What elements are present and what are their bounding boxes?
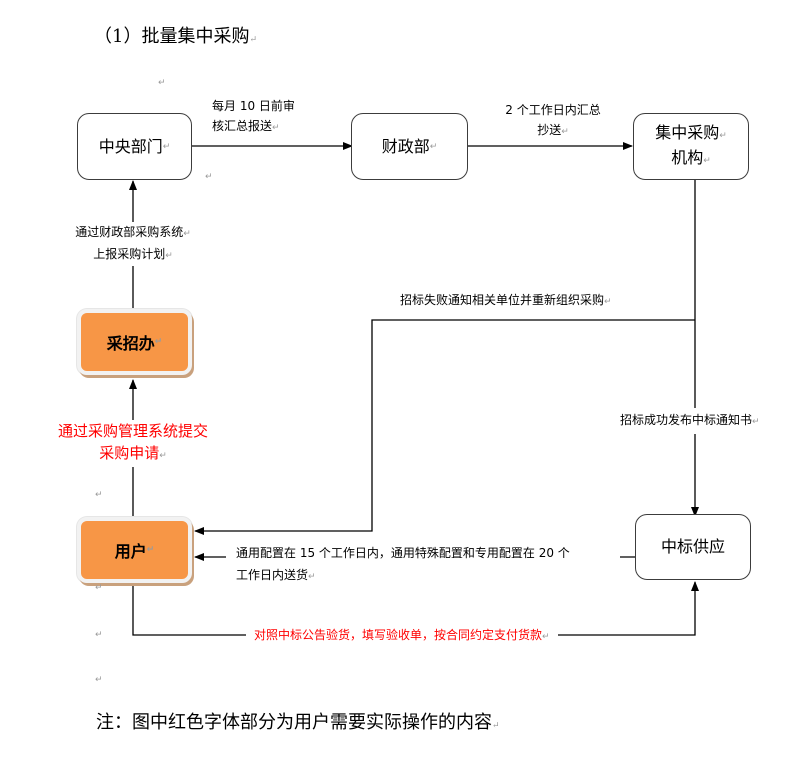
label-line: 每月 10 日前审 [212, 99, 295, 113]
label-line: 招标成功发布中标通知书 [620, 413, 753, 427]
node-central-dept-label: 中央部门 [98, 136, 163, 156]
paragraph-mark: ↵ [429, 141, 438, 152]
paragraph-mark: ↵ [492, 721, 500, 731]
paragraph-mark: ↵ [95, 583, 103, 593]
label-line: 采购申请 [99, 444, 160, 462]
paragraph-mark: ↵ [719, 130, 727, 141]
node-user-label: 用户 [114, 542, 147, 561]
paragraph-mark: ↵ [154, 337, 163, 347]
node-purchasing-agency: 集中采购↵ 机构↵ [633, 113, 749, 180]
label-line: 核汇总报送 [212, 119, 273, 133]
paragraph-mark: ↵ [542, 632, 550, 642]
label-line: 通用配置在 15 个工作日内，通用特殊配置和专用配置在 20 个 [236, 546, 570, 560]
label-agency-fail: 招标失败通知相关单位并重新组织采购↵ [400, 290, 612, 312]
node-office-label: 采招办 [106, 334, 155, 353]
paragraph-mark: ↵ [703, 155, 711, 166]
paragraph-mark: ↵ [95, 490, 103, 500]
label-line: 通过采购管理系统提交 [57, 422, 208, 440]
node-agency-label-2: 机构 [671, 147, 704, 167]
paragraph-mark: ↵ [249, 35, 257, 45]
paragraph-mark: ↵ [308, 572, 316, 582]
label-line: 上报采购计划 [93, 247, 166, 261]
label-agency-success: 招标成功发布中标通知书↵ [620, 408, 760, 434]
paragraph-mark: ↵ [162, 141, 171, 152]
label-office-to-central: 通过财政部采购系统↵ 上报采购计划↵ [58, 222, 208, 266]
label-central-to-finance: 每月 10 日前审 核汇总报送↵ [212, 96, 295, 138]
paragraph-mark: ↵ [146, 545, 155, 555]
footnote-text: 注：图中红色字体部分为用户需要实际操作的内容 [96, 712, 492, 733]
paragraph-mark: ↵ [158, 78, 166, 88]
footnote: 注：图中红色字体部分为用户需要实际操作的内容↵ [96, 708, 500, 734]
label-line: 招标失败通知相关单位并重新组织采购 [400, 293, 605, 307]
paragraph-mark: ↵ [159, 451, 167, 461]
node-procurement-office: 采招办↵ [77, 309, 192, 375]
paragraph-mark: ↵ [165, 251, 173, 261]
label-line: 对照中标公告验货，填写验收单，按合同约定支付货款 [254, 628, 543, 642]
label-user-acceptance: 对照中标公告验货，填写验收单，按合同约定支付货款↵ [246, 625, 558, 647]
arrow-fail-to-user [194, 319, 695, 535]
paragraph-mark: ↵ [205, 172, 213, 182]
node-central-dept: 中央部门↵ [77, 113, 192, 180]
section-title-text: （1）批量集中采购 [94, 26, 250, 47]
label-user-to-office: 通过采购管理系统提交 采购申请↵ [38, 420, 228, 467]
label-line: 通过财政部采购系统 [75, 225, 184, 239]
paragraph-mark: ↵ [561, 127, 569, 137]
label-line: 工作日内送货 [236, 568, 309, 582]
paragraph-mark: ↵ [95, 630, 103, 640]
node-user: 用户↵ [77, 517, 192, 583]
paragraph-mark: ↵ [183, 229, 191, 239]
label-line: 抄送 [537, 123, 562, 137]
node-finance-label: 财政部 [381, 136, 430, 156]
node-agency-label-1: 集中采购 [655, 122, 720, 142]
node-winning-supplier: 中标供应 [635, 514, 751, 580]
paragraph-mark: ↵ [604, 297, 612, 307]
paragraph-mark: ↵ [95, 675, 103, 685]
label-line: 2 个工作日内汇总 [505, 103, 601, 117]
label-supplier-delivery: 通用配置在 15 个工作日内，通用特殊配置和专用配置在 20 个 工作日内送货↵ [226, 542, 620, 588]
paragraph-mark: ↵ [272, 123, 280, 133]
section-title: （1）批量集中采购↵ [94, 22, 257, 48]
node-supplier-label: 中标供应 [660, 537, 725, 556]
label-finance-to-agency: 2 个工作日内汇总 抄送↵ [490, 100, 616, 142]
node-finance: 财政部↵ [351, 113, 468, 180]
paragraph-mark: ↵ [752, 417, 760, 427]
